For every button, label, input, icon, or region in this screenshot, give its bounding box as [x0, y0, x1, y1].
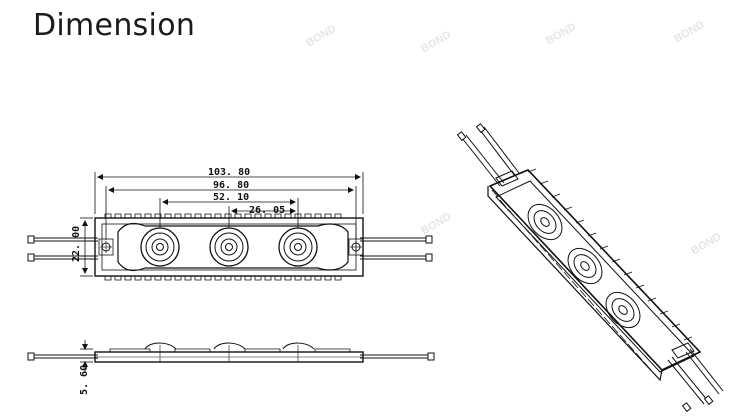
dim-label-outer-lens-spacing: 52. 10	[213, 192, 249, 203]
lens-iso-2	[567, 247, 603, 285]
wire-right	[360, 235, 433, 262]
lens-2	[209, 227, 249, 267]
dim-label-height: 5. 60	[79, 365, 90, 395]
dim-label-lens-pitch: 26. 05	[249, 205, 285, 216]
serrated-edge	[104, 213, 342, 218]
lens-iso-3	[605, 291, 641, 329]
lens-housing	[117, 222, 349, 272]
lens-iso-1	[527, 203, 563, 241]
wire-left	[27, 235, 98, 262]
dim-label-width: 22. 00	[71, 226, 82, 262]
lens-dome	[213, 342, 246, 350]
dimension-lines	[80, 172, 364, 277]
mounting-hole-left	[98, 238, 114, 256]
dim-label-overall-length: 103. 80	[208, 167, 250, 178]
lens-1	[140, 227, 180, 267]
lens-dome	[144, 342, 177, 350]
lens-dome	[282, 342, 315, 350]
isometric-view	[456, 123, 724, 413]
dim-label-hole-spacing: 96. 80	[213, 180, 249, 191]
side-view	[27, 340, 435, 372]
serrated-edge	[104, 276, 342, 281]
lens-3	[278, 227, 318, 267]
module-body-iso	[488, 169, 702, 371]
top-view	[27, 213, 433, 281]
page-title: Dimension	[33, 8, 196, 43]
